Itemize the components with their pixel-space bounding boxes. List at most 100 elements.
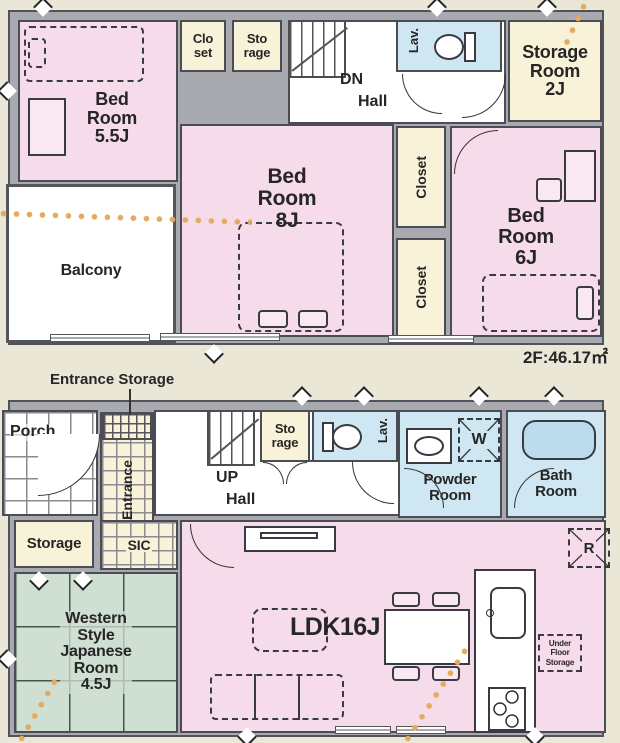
room-label-bedroom-5-5j: Bed Room 5.5J: [87, 90, 137, 146]
toilet-tank-icon: [322, 422, 334, 452]
sofa-icon: [210, 674, 344, 720]
coffee-table-icon: [252, 608, 328, 652]
tv-icon: [260, 532, 318, 539]
room-label-storage-room-2j: Storage Room 2J: [522, 43, 588, 99]
entrance-storage-unit: [102, 412, 152, 440]
room-label-storage-small: Sto rage: [272, 422, 299, 449]
room-powder: W Powder Room: [398, 410, 502, 518]
vent-icon: [544, 386, 564, 406]
desk-icon: [564, 150, 596, 202]
label-line: Style: [77, 626, 115, 644]
room-label-closet-2f: Clo set: [193, 32, 214, 60]
room-label-storage-1f: Storage: [26, 535, 82, 553]
room-ldk: R LDK16J: [180, 520, 610, 733]
label-line: Floor: [550, 648, 570, 658]
room-storage-1f: Storage: [14, 520, 94, 568]
label-line: Room: [257, 186, 317, 210]
vent-icon: [427, 0, 447, 17]
label-line: Japanese: [60, 643, 132, 661]
kitchen-sink-icon: [490, 587, 526, 639]
label-line: Sto: [274, 421, 296, 437]
fridge-label: R: [581, 539, 597, 557]
bed-icon: [482, 274, 600, 332]
under-floor-storage: Under Floor Storage: [538, 634, 582, 672]
chair-icon: [536, 178, 562, 202]
room-bedroom-5-5j: Bed Room 5.5J: [18, 20, 178, 182]
label-line: Under: [548, 639, 572, 649]
stairs-up-icon: [207, 410, 259, 466]
chair-icon: [392, 666, 420, 681]
label-line: Storage: [522, 41, 588, 62]
label-line: Powder: [423, 471, 477, 488]
faucet-icon: [486, 609, 494, 617]
bed-icon: [238, 222, 344, 332]
stairs-diagonal: [210, 418, 259, 460]
bathtub-icon: [522, 420, 596, 460]
stairs-down-icon: [288, 20, 348, 78]
washer-label: W: [469, 431, 489, 449]
room-label-closet-upper: Closet: [413, 155, 429, 199]
room-lav-2f: Lav.: [396, 20, 502, 72]
window-icon: [335, 726, 391, 734]
window-icon: [50, 334, 150, 342]
label-line: Room: [498, 225, 554, 248]
room-label-lav-1f: Lav.: [375, 418, 390, 444]
label-line: 5.5J: [94, 126, 130, 147]
label-line: Western: [65, 609, 127, 627]
vent-icon: [292, 386, 312, 406]
fold-door-icon: [29, 571, 49, 591]
kitchen-counter: [474, 569, 536, 733]
room-bedroom-6j: Bed Room 6J: [450, 126, 602, 337]
toilet-icon: [332, 424, 362, 450]
label-line: Bed: [267, 165, 307, 188]
label-line: Sto: [246, 31, 268, 47]
label-line: Room: [529, 60, 581, 81]
room-label-storage-2f: Sto rage: [244, 32, 271, 59]
bed-icon: [24, 26, 144, 82]
chair-icon: [432, 592, 460, 607]
room-storage-small-1f: Sto rage: [260, 410, 310, 462]
stairs-diagonal: [291, 27, 348, 72]
door-arc-icon: [38, 434, 100, 496]
vent-icon: [204, 344, 224, 364]
annotation-leader-line: [129, 389, 131, 415]
label-line: 4.5J: [80, 676, 112, 694]
room-label-bedroom-8j: Bed Room 8J: [182, 166, 392, 231]
fridge-icon: R: [568, 528, 610, 568]
room-label-ldk: LDK16J: [290, 613, 381, 641]
entrance-storage-annotation: Entrance Storage: [50, 371, 175, 388]
label-line: Room: [73, 659, 119, 677]
window-icon: [160, 333, 280, 341]
label-line: Storage: [545, 657, 575, 667]
hall-2f-dn-label: DN: [340, 71, 364, 88]
room-closet-upper: Closet: [396, 126, 446, 228]
pillow-icon: [298, 310, 328, 328]
tv-board-icon: [244, 526, 336, 552]
window-icon: [388, 335, 474, 343]
vent-icon: [354, 386, 374, 406]
pillow-icon: [258, 310, 288, 328]
label-line: 2J: [545, 79, 565, 100]
label-line: rage: [271, 435, 299, 450]
pillow-icon: [576, 286, 594, 320]
room-label-bedroom-6j: Bed Room 6J: [452, 206, 600, 268]
label-line: set: [193, 45, 213, 60]
label-line: rage: [243, 45, 271, 60]
room-western-japanese: Western Style Japanese Room 4.5J: [14, 571, 178, 733]
label-line: Bed: [95, 88, 129, 109]
room-bedroom-8j: Bed Room 8J: [180, 124, 394, 337]
window-icon: [396, 726, 446, 734]
room-label-lav-2f: Lav.: [406, 28, 421, 54]
fold-door-icon: [73, 571, 93, 591]
washer-icon: W: [458, 418, 500, 462]
room-storage-2f: Sto rage: [232, 20, 282, 72]
vent-icon: [0, 81, 17, 101]
stove-icon: [488, 687, 526, 731]
room-label-sic: SIC: [125, 536, 153, 553]
vent-icon: [537, 0, 557, 17]
hall-1f-label: Hall: [226, 491, 256, 508]
vent-icon: [33, 0, 53, 17]
desk-icon: [28, 98, 66, 156]
label-line: 6J: [515, 246, 537, 269]
